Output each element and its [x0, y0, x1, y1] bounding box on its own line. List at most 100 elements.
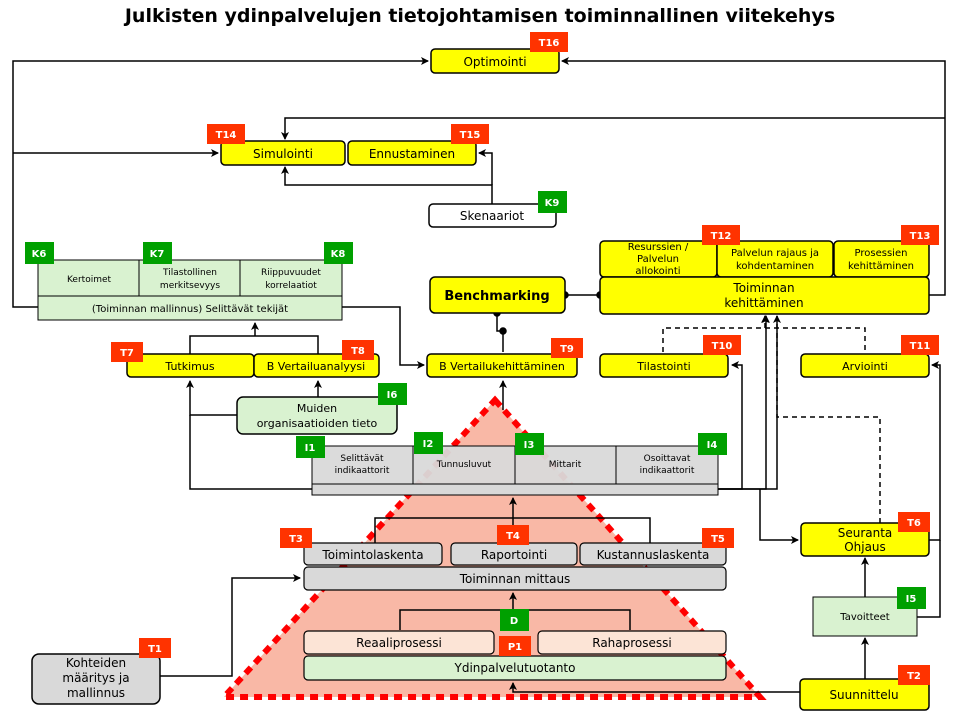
svg-text:Tilastollinen: Tilastollinen — [162, 268, 217, 278]
svg-text:Raportointi: Raportointi — [481, 548, 547, 562]
seuranta-ohjaus-box[interactable]: Seuranta Ohjaus — [800, 522, 930, 557]
ydinpalvelutuotanto-box[interactable]: Ydinpalvelutuotanto — [303, 655, 727, 681]
svg-text:Simulointi: Simulointi — [253, 147, 313, 161]
tag-t10: T10 — [703, 335, 741, 355]
svg-text:kehittäminen: kehittäminen — [848, 261, 914, 272]
svg-text:Prosessien: Prosessien — [855, 248, 908, 259]
svg-text:Benchmarking: Benchmarking — [444, 289, 549, 304]
svg-text:D: D — [510, 616, 518, 627]
resurssien-box[interactable]: Resurssien / Palvelun allokointi — [599, 240, 718, 278]
svg-text:Osoittavat: Osoittavat — [644, 454, 691, 464]
kohteiden-box[interactable]: Kohteiden määritys ja mallinnus — [31, 653, 161, 705]
tag-t13: T13 — [901, 225, 939, 245]
svg-text:Optimointi: Optimointi — [463, 55, 526, 69]
svg-text:Ydinpalvelutuotanto: Ydinpalvelutuotanto — [454, 661, 576, 675]
simulointi-box[interactable]: Simulointi — [220, 140, 346, 166]
svg-text:organisaatioiden tieto: organisaatioiden tieto — [257, 417, 378, 430]
svg-text:Selittävät: Selittävät — [340, 454, 384, 464]
prosessien-box[interactable]: Prosessien kehittäminen — [833, 240, 930, 278]
svg-text:T16: T16 — [539, 38, 560, 49]
svg-text:T10: T10 — [712, 341, 733, 352]
svg-text:T5: T5 — [711, 534, 725, 545]
dashed-connectors — [662, 315, 881, 523]
reaaliprosessi-box[interactable]: Reaaliprosessi — [303, 630, 495, 655]
svg-text:T9: T9 — [560, 344, 574, 355]
muiden-organisaatioiden-box[interactable]: Muiden organisaatioiden tieto — [236, 396, 398, 435]
svg-text:Ohjaus: Ohjaus — [844, 540, 886, 554]
selittavat-indikaattorit-label: Selittävät indikaattorit — [335, 454, 390, 476]
svg-text:T1: T1 — [148, 644, 162, 655]
toimintolaskenta-box[interactable]: Toimintolaskenta — [303, 542, 443, 566]
tag-t11: T11 — [901, 335, 939, 355]
svg-text:K8: K8 — [331, 249, 346, 260]
toiminnan-kehittaminen-box[interactable]: Toiminnan kehittäminen — [599, 276, 930, 315]
tag-t15: T15 — [451, 124, 489, 144]
svg-text:T6: T6 — [907, 518, 921, 529]
svg-text:indikaattorit: indikaattorit — [640, 466, 695, 476]
tag-t12: T12 — [702, 225, 740, 245]
rahaprosessi-box[interactable]: Rahaprosessi — [537, 630, 727, 655]
mittarit-label: Mittarit — [549, 460, 582, 470]
suunnittelu-box[interactable]: Suunnittelu — [799, 678, 930, 711]
tag-i5: I5 — [897, 587, 926, 609]
svg-text:allokointi: allokointi — [635, 266, 680, 277]
svg-text:Toimintolaskenta: Toimintolaskenta — [321, 548, 423, 562]
svg-text:mallinnus: mallinnus — [67, 686, 125, 700]
svg-text:Resurssien /: Resurssien / — [628, 242, 689, 253]
svg-text:määritys ja: määritys ja — [62, 671, 129, 685]
arviointi-box[interactable]: Arviointi — [800, 353, 930, 378]
svg-text:Skenaariot: Skenaariot — [460, 209, 524, 223]
svg-text:T8: T8 — [351, 346, 365, 357]
svg-text:korrelaatiot: korrelaatiot — [265, 281, 317, 291]
tag-i4: I4 — [698, 433, 727, 455]
svg-text:T4: T4 — [506, 531, 520, 542]
svg-text:I2: I2 — [423, 439, 434, 450]
svg-text:kohdentaminen: kohdentaminen — [736, 261, 814, 272]
svg-text:Toiminnan mittaus: Toiminnan mittaus — [459, 572, 571, 586]
svg-text:T7: T7 — [120, 348, 134, 359]
toiminnan-mittaus-box[interactable]: Toiminnan mittaus — [303, 566, 727, 591]
svg-text:B Vertailukehittäminen: B Vertailukehittäminen — [439, 360, 565, 373]
tag-t8: T8 — [342, 340, 374, 360]
svg-text:K9: K9 — [545, 198, 560, 209]
osoittavat-indikaattorit-label: Osoittavat indikaattorit — [640, 454, 695, 476]
page-title: Julkisten ydinpalvelujen tietojohtamisen… — [123, 5, 835, 27]
svg-text:Kustannuslaskenta: Kustannuslaskenta — [597, 548, 710, 562]
skenaariot-box[interactable]: Skenaariot — [428, 203, 557, 228]
connectors — [12, 57, 946, 693]
tag-p1: P1 — [499, 636, 531, 656]
optimointi-box[interactable]: Optimointi — [430, 48, 560, 74]
svg-text:I5: I5 — [906, 594, 917, 605]
tutkimus-box[interactable]: Tutkimus — [126, 353, 255, 378]
svg-text:T15: T15 — [460, 130, 481, 141]
svg-text:P1: P1 — [508, 642, 522, 653]
tag-d: D — [500, 609, 529, 631]
svg-text:Tutkimus: Tutkimus — [164, 360, 214, 373]
tag-t5: T5 — [702, 528, 734, 548]
tunnusluvut-label: Tunnusluvut — [436, 460, 492, 470]
tag-t1: T1 — [139, 638, 171, 658]
tag-t6: T6 — [898, 512, 930, 532]
svg-text:Tilastointi: Tilastointi — [636, 360, 690, 373]
benchmarking-box[interactable]: Benchmarking — [429, 276, 566, 314]
svg-text:I4: I4 — [707, 440, 718, 451]
ennustaminen-box[interactable]: Ennustaminen — [347, 140, 477, 166]
kertoimet-label: Kertoimet — [67, 275, 112, 285]
svg-text:Reaaliprosessi: Reaaliprosessi — [356, 636, 442, 650]
svg-text:Suunnittelu: Suunnittelu — [829, 688, 898, 702]
tilastointi-box[interactable]: Tilastointi — [599, 353, 729, 378]
rajaus-box[interactable]: Palvelun rajaus ja kohdentaminen — [716, 240, 834, 278]
svg-text:B Vertailuanalyysi: B Vertailuanalyysi — [267, 360, 365, 373]
svg-text:Palvelun rajaus ja: Palvelun rajaus ja — [731, 248, 819, 259]
raportointi-box[interactable]: Raportointi — [450, 542, 578, 566]
svg-text:Riippuvuudet: Riippuvuudet — [261, 268, 321, 278]
tag-t7: T7 — [111, 342, 143, 362]
svg-text:Muiden: Muiden — [297, 402, 337, 415]
riippuvuudet-label: Riippuvuudet korrelaatiot — [261, 268, 321, 291]
kustannuslaskenta-box[interactable]: Kustannuslaskenta — [579, 542, 727, 566]
svg-text:merkitsevyys: merkitsevyys — [160, 281, 220, 291]
b-vertailukehittaminen-box[interactable]: B Vertailukehittäminen — [426, 353, 578, 378]
svg-text:T13: T13 — [910, 231, 931, 242]
tag-k9: K9 — [538, 191, 567, 213]
